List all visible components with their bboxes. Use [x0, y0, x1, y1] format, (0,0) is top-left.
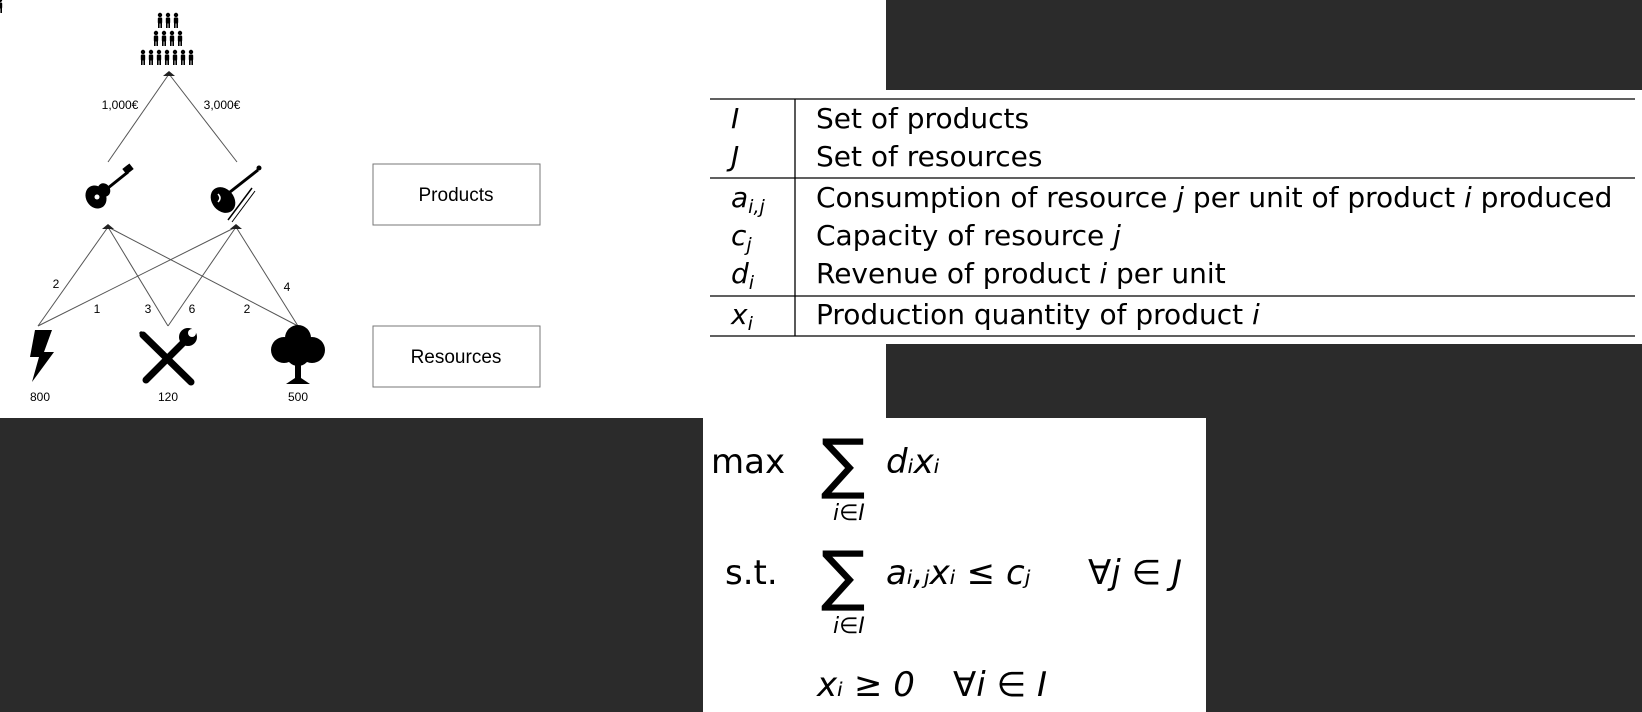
max-label: max [711, 442, 785, 482]
table-symbol: I [731, 102, 739, 135]
consumption-label: 1 [94, 302, 101, 316]
table-rules [710, 98, 1635, 337]
table-symbol: ai,j [731, 181, 765, 218]
consumption-label: 3 [145, 302, 152, 316]
resources-box [372, 325, 541, 388]
constraint-lhs: aᵢ,ⱼxᵢ ≤ cⱼ [886, 553, 1031, 593]
price-edges [107, 73, 238, 163]
table-description: Set of resources [816, 140, 1042, 173]
capacity-label-energy: 800 [30, 390, 50, 404]
price-label-violin: 3,000€ [204, 98, 241, 112]
table-description: Set of products [816, 102, 1029, 135]
nonnegativity-quantifier: ∀i ∈ I [953, 665, 1047, 705]
table-description: Production quantity of product i [816, 298, 1260, 331]
people-icon [0, 0, 194, 65]
products-box [372, 163, 541, 226]
objective-expression: dᵢxᵢ [886, 442, 940, 482]
consumption-edges [37, 226, 299, 327]
sum-symbol: ∑ [821, 425, 865, 502]
st-label: s.t. [725, 553, 778, 593]
violin-icon [210, 165, 262, 223]
table-description: Consumption of resource j per unit of pr… [816, 181, 1612, 214]
lp-model-panel [703, 418, 1206, 712]
sum-symbol: ∑ [821, 537, 865, 614]
table-description: Revenue of product i per unit [816, 257, 1226, 290]
table-symbol: cj [731, 219, 752, 256]
tools-icon [138, 328, 197, 386]
consumption-label: 4 [284, 280, 291, 294]
notation-table: I Set of products J Set of resources ai,… [710, 98, 1635, 337]
consumption-label: 2 [244, 302, 251, 316]
lightning-icon [30, 330, 54, 382]
constraint-quantifier: ∀j ∈ J [1088, 553, 1182, 593]
tree-icon [271, 325, 325, 384]
price-label-guitar: 1,000€ [102, 98, 139, 112]
consumption-label: 6 [189, 302, 196, 316]
sum-index: i∈I [833, 501, 865, 526]
resources-box-label: Resources [411, 347, 502, 368]
arrowheads [102, 71, 242, 229]
table-description: Capacity of resource j [816, 219, 1121, 252]
table-symbol: di [731, 257, 755, 294]
notation-table-panel [703, 90, 1642, 344]
nonnegativity: xᵢ ≥ 0 [816, 665, 915, 705]
products-box-label: Products [419, 185, 494, 206]
table-symbol: J [726, 140, 739, 173]
sum-index: i∈I [833, 614, 865, 639]
lp-model: max ∑ i∈I dᵢxᵢ s.t. ∑ i∈I aᵢ,ⱼxᵢ ≤ cⱼ ∀j… [711, 425, 1182, 705]
network-diagram: 1,000€ 3,000€ 2 1 3 6 2 4 800 120 500 Pr… [0, 0, 541, 404]
consumption-label: 2 [53, 277, 60, 291]
diagram-panel [0, 0, 703, 418]
table-symbol: xi [730, 298, 754, 335]
capacity-label-tools: 120 [158, 390, 178, 404]
capacity-label-wood: 500 [288, 390, 308, 404]
guitar-icon [85, 163, 134, 209]
